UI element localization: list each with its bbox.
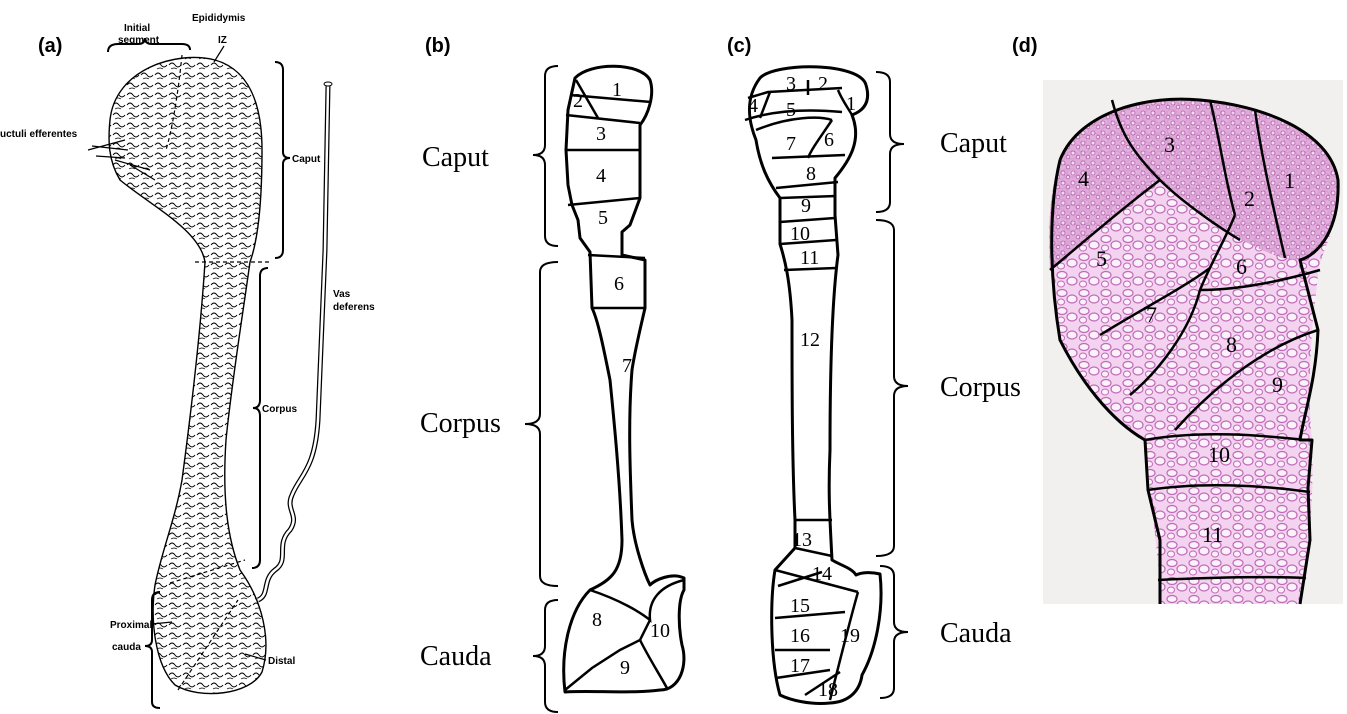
corpus-brace-c [876, 220, 908, 556]
cauda-brace-b [533, 600, 558, 712]
panel-c-boundary-11 [780, 218, 835, 222]
segment-number: 6 [1236, 254, 1247, 279]
segment-number: 11 [1202, 522, 1223, 547]
segment-number: 1 [612, 79, 622, 101]
segment-number: 2 [818, 73, 828, 95]
segment-number: 9 [620, 657, 630, 679]
segment-number: 9 [1272, 372, 1283, 397]
segment-number: 5 [598, 207, 608, 229]
cauda-label-c: Cauda [940, 618, 1012, 649]
segment-number: 10 [1208, 442, 1230, 467]
initial-segment-label-1: Initial [124, 23, 150, 34]
corpus-brace-a [252, 268, 268, 568]
segment-number: 3 [596, 123, 606, 145]
segment-number: 2 [1244, 186, 1255, 211]
panel-d: (d) 1 2 3 4 5 6 7 8 9 10 11 [1012, 35, 1343, 604]
corpus-label-c: Corpus [940, 372, 1021, 403]
panel-c-boundary-18 [775, 612, 845, 618]
segment-number: 19 [840, 625, 860, 647]
segment-number: 10 [790, 223, 810, 245]
segment-number: 11 [800, 247, 819, 269]
caput-label-a: Caput [292, 154, 321, 165]
caput-brace-a [275, 62, 290, 258]
panel-a-label: (a) [38, 35, 62, 57]
panel-b: (b) Caput Corpus Cauda 1 2 3 4 5 6 7 8 9… [420, 35, 684, 712]
segment-number: 15 [790, 595, 810, 617]
cauda-brace-c [880, 566, 908, 698]
segment-number: 8 [806, 163, 816, 185]
segment-number: 14 [812, 563, 832, 585]
segment-number: 5 [1096, 246, 1107, 271]
segment-number: 4 [748, 95, 758, 117]
panel-b-label: (b) [425, 35, 451, 57]
vas-deferens-label-1: Vas [333, 289, 351, 300]
segment-number: 12 [800, 329, 820, 351]
caput-label-c: Caput [940, 128, 1007, 159]
segment-number: 6 [824, 129, 834, 151]
segment-number: 7 [622, 355, 632, 377]
segment-number: 3 [786, 73, 796, 95]
vas-deferens-label-2: deferens [333, 302, 375, 313]
segment-number: 8 [1226, 332, 1237, 357]
panel-a: (a) Initial segment Epididymis IZ uctuli… [0, 13, 375, 708]
segment-number: 7 [786, 133, 796, 155]
panel-b-boundary-5 [568, 198, 640, 205]
panel-d-label: (d) [1012, 35, 1038, 57]
segment-number: 13 [792, 529, 812, 551]
panel-b-outline [564, 66, 684, 692]
segment-number: 18 [818, 679, 838, 701]
epididymis-label: Epididymis [192, 13, 246, 24]
panel-b-boundary-9 [565, 620, 650, 690]
distal-label: Distal [268, 656, 295, 667]
segment-number: 5 [786, 99, 796, 121]
corpus-label-a: Corpus [262, 404, 297, 415]
segment-number: 8 [592, 609, 602, 631]
panel-c-boundary-8 [772, 155, 845, 158]
panel-b-boundary-3 [566, 115, 640, 123]
cauda-label-a: cauda [112, 642, 141, 653]
caput-brace-c [876, 72, 904, 212]
caput-brace-b [533, 66, 558, 246]
panel-c: (c) Caput Corpus Cauda 1 2 3 [727, 35, 1021, 703]
panel-c-label: (c) [727, 35, 751, 57]
panel-a-epididymis-drawing [109, 58, 266, 694]
segment-number: 7 [1146, 302, 1157, 327]
iz-label: IZ [218, 35, 227, 46]
corpus-brace-b [525, 262, 558, 586]
panel-b-boundary-6 [588, 255, 645, 258]
segment-number: 9 [801, 195, 811, 217]
corpus-label-b: Corpus [420, 408, 501, 439]
segment-number: 1 [1284, 168, 1295, 193]
initial-segment-label-2: segment [118, 35, 160, 46]
segment-number: 2 [573, 90, 583, 112]
segment-number: 6 [614, 273, 624, 295]
cauda-label-b: Cauda [420, 641, 492, 672]
proximal-label: Proximal [110, 620, 152, 631]
iz-leader [214, 46, 224, 62]
segment-number: 1 [846, 93, 856, 115]
caput-label-b: Caput [422, 142, 489, 173]
panel-b-boundary-10 [640, 640, 668, 690]
segment-number: 3 [1164, 132, 1175, 157]
segment-number: 10 [650, 620, 670, 642]
segment-number: 4 [1078, 166, 1089, 191]
segment-number: 17 [790, 655, 810, 677]
panel-b-boundary-8 [590, 580, 684, 620]
segment-number: 16 [790, 625, 810, 647]
ductuli-efferentes-label: uctuli efferentes [0, 129, 78, 140]
segment-number: 4 [596, 165, 606, 187]
